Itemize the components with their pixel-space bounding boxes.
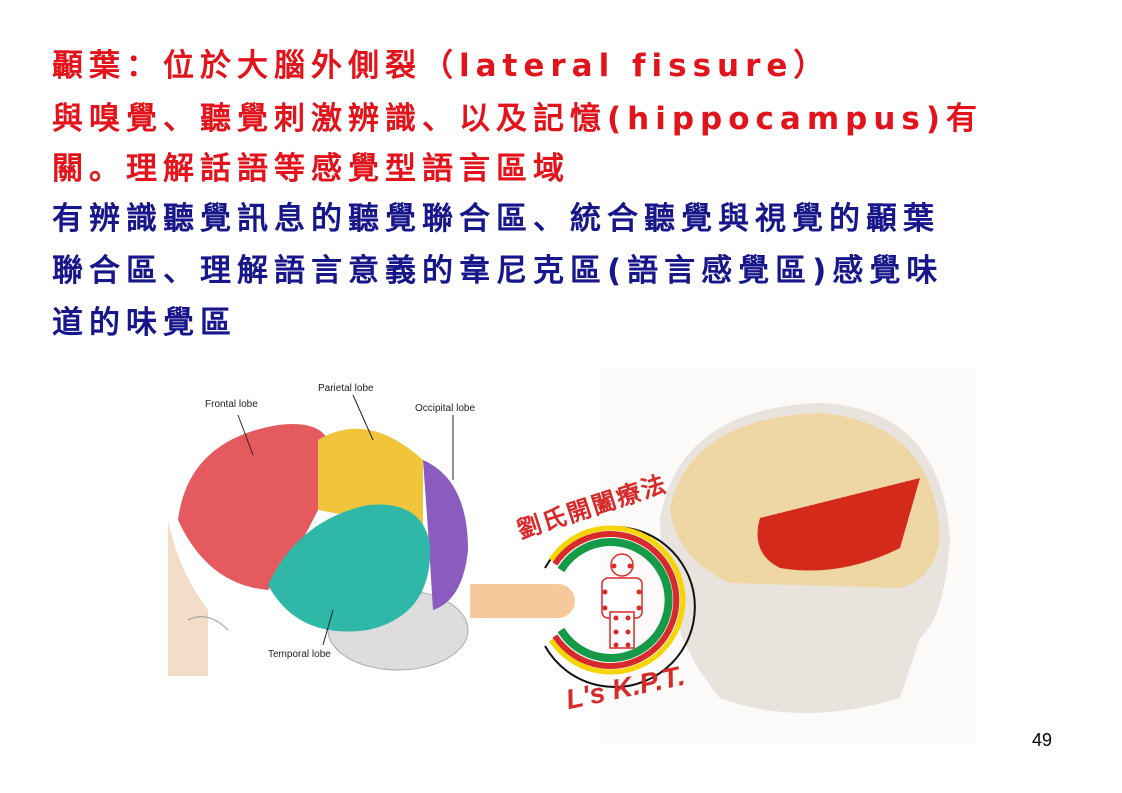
skull-brain-image bbox=[600, 368, 976, 744]
temporal-lobe bbox=[268, 504, 431, 632]
frontal-lobe bbox=[178, 424, 328, 590]
occipital-lobe bbox=[423, 460, 468, 610]
heading-line-2: 與嗅覺、聽覺刺激辨識、以及記憶(hippocampus)有 bbox=[52, 101, 984, 137]
finger-pointer bbox=[470, 584, 575, 618]
body-line-1: 有辨識聽覺訊息的聽覺聯合區、統合聽覺與視覺的顳葉 bbox=[52, 201, 940, 237]
body-line-2: 聯合區、理解語言意義的韋尼克區(語言感覺區)感覺味 bbox=[52, 253, 944, 289]
parietal-lobe-label: Parietal lobe bbox=[318, 383, 374, 394]
brain-lobes-image bbox=[168, 370, 503, 676]
kpt-logo bbox=[544, 525, 696, 688]
heading-line-1: 顳葉：位於大腦外側裂（lateral fissure） bbox=[52, 48, 831, 84]
occipital-lobe-label: Occipital lobe bbox=[415, 403, 476, 414]
page-number: 49 bbox=[1032, 730, 1053, 750]
temporal-lobe-label: Temporal lobe bbox=[268, 649, 331, 660]
body-line-3: 道的味覺區 bbox=[52, 305, 237, 341]
frontal-lobe-label: Frontal lobe bbox=[205, 399, 258, 410]
parietal-lobe bbox=[318, 428, 423, 530]
temporal-lobe-highlight bbox=[757, 478, 920, 571]
heading-line-3: 關。理解話語等感覺型語言區域 bbox=[52, 151, 570, 187]
